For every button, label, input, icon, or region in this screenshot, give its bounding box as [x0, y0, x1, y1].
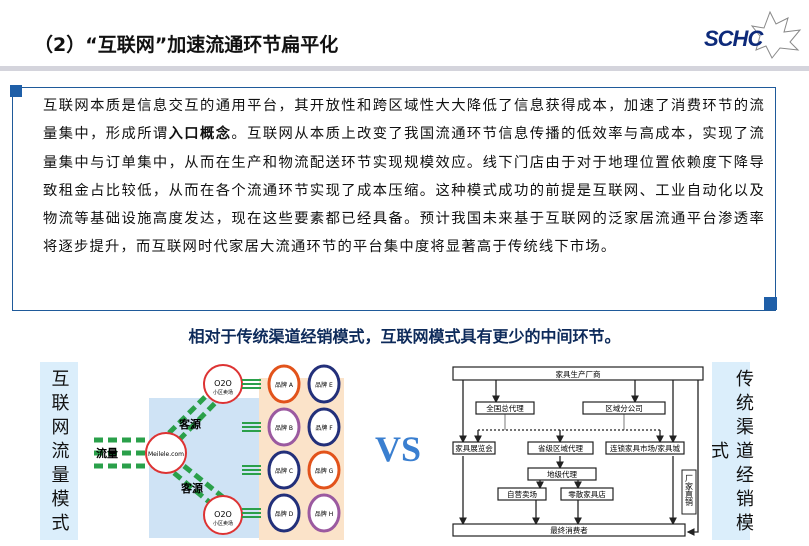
summary-paragraph: 互联网本质是信息交互的通用平台，其开放性和跨区域性大大降低了信息获得成本，加速了…: [43, 92, 765, 262]
o2o-label: O2O: [214, 510, 232, 519]
brand-circle: [267, 493, 301, 533]
brand-label: 品牌 H: [315, 510, 333, 518]
node-label: 自营卖场: [507, 489, 537, 499]
brand-label: 品牌 F: [315, 424, 333, 432]
flow-arrow: [242, 379, 261, 389]
channel-node-expo: 家具展览会: [452, 441, 496, 455]
node-label: 连锁家具市场/家具城: [610, 443, 681, 453]
o2o-circle: [203, 495, 243, 535]
node-label: 家具展览会: [455, 443, 493, 453]
node-label: 区域分公司: [605, 403, 643, 413]
channel-node-national-agent: 全国总代理: [475, 401, 535, 415]
traffic-arrows: [94, 386, 226, 508]
page-title: （2）“互联网”加速流通环节扁平化: [34, 34, 339, 56]
maple-leaf-icon: [750, 10, 802, 59]
corner-accent: [764, 297, 777, 310]
brand-circle: [307, 493, 341, 533]
channel-node-provincial-agent: 省级区域代理: [527, 441, 594, 455]
flow-arrow: [242, 465, 261, 475]
comparison-subtitle: 相对于传统渠道经销模式，互联网模式具有更少的中间环节。: [188, 327, 621, 346]
brand-circle: [307, 364, 341, 404]
brand-label: 品牌 C: [275, 467, 293, 475]
flow-arrow: [242, 508, 261, 518]
node-label: 地级代理: [547, 469, 577, 479]
node-label: 省级区域代理: [538, 443, 583, 453]
traffic-label: 流量: [96, 446, 118, 460]
channel-node-city-agent: 地级代理: [527, 467, 597, 481]
customer-label: 客源: [180, 481, 203, 495]
brand-circle: [307, 450, 341, 490]
channel-node-manufacturer: 家具生产厂商: [452, 366, 704, 381]
brand-label: 品牌 A: [275, 381, 294, 389]
hub-label: Meilele.com: [148, 451, 184, 458]
flow-arrow: [242, 422, 261, 432]
summary-text: 。互联网从本质上改变了我国流通环节信息传播的低效率与高成本，实现了流量集中与订单…: [43, 126, 766, 256]
schc-logo: SCHC: [700, 6, 805, 60]
internet-model-diagram: 流量 客源 客源 Meilele.com O2O 小区卖场 O2O 小区卖场 品…: [94, 364, 344, 540]
hub-circle: [145, 432, 187, 474]
brand-label: 品牌 D: [275, 510, 294, 518]
node-label: 家具生产厂商: [556, 369, 601, 379]
channel-node-own-store: 自营卖场: [497, 487, 547, 501]
channel-node-chain-market: 连锁家具市场/家具城: [605, 441, 685, 455]
node-label: 零散家具店: [568, 489, 606, 499]
internet-mode-label: 互联网流量模式: [40, 362, 78, 540]
o2o-sub: 小区卖场: [213, 520, 233, 527]
brand-circle: [267, 364, 301, 404]
brand-circle: [267, 450, 301, 490]
summary-box: [12, 87, 776, 311]
channel-node-small-store: 零散家具店: [560, 487, 614, 501]
brand-label: 品牌 B: [275, 424, 293, 432]
channel-node-consumer: 最终消费者: [452, 523, 686, 537]
brand-circle: [267, 407, 301, 447]
corner-accent: [10, 85, 22, 97]
channel-node-direct: 厂家直销: [681, 469, 697, 515]
node-label: 全国总代理: [486, 403, 524, 413]
customer-label: 客源: [178, 417, 201, 431]
logo-text: SCHC: [704, 26, 763, 51]
o2o-sub: 小区卖场: [213, 389, 233, 396]
summary-highlight: 入口概念: [168, 126, 232, 143]
brand-label: 品牌 E: [315, 381, 333, 389]
header-divider: [0, 66, 809, 71]
brand-label: 品牌 G: [315, 467, 334, 475]
vs-label: VS: [375, 429, 422, 469]
node-label: 最终消费者: [550, 525, 588, 535]
node-label: 厂家直销: [685, 474, 694, 507]
brand-circle: [307, 407, 341, 447]
o2o-label: O2O: [214, 379, 232, 388]
traditional-mode-label: 传统渠道经销模式: [708, 362, 754, 540]
summary-text: 互联网本质是信息交互的通用平台，其开放性和跨区域性大大降低了信息获得成本，加速了…: [43, 98, 765, 143]
channel-node-regional-branch: 区域分公司: [582, 401, 666, 415]
